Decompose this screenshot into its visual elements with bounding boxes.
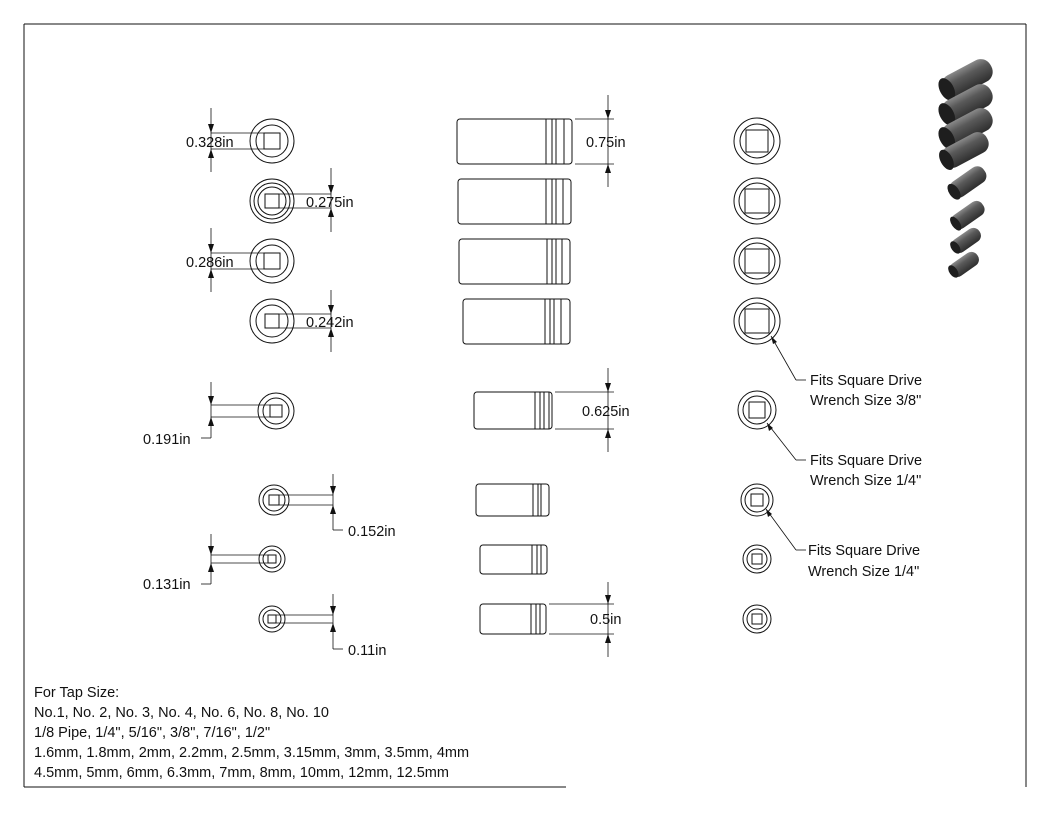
dim-label-05: 0.5in	[590, 612, 621, 628]
drive-end-view-6	[740, 483, 774, 517]
socket-end-view-8	[258, 605, 286, 633]
drive-end-view-4	[733, 297, 781, 345]
socket-side-view-2	[457, 178, 572, 225]
drive-end-view-2	[733, 177, 781, 225]
dim-label-075: 0.75in	[586, 135, 626, 151]
socket-set-render	[938, 59, 993, 278]
dim-label-0275: 0.275in	[306, 195, 354, 211]
socket-side-view-6	[475, 483, 550, 517]
callout-1-line1: Fits Square Drive	[810, 373, 922, 389]
callout-2-line1: Fits Square Drive	[810, 453, 922, 469]
drive-end-view-1	[733, 117, 781, 165]
callout-1-line2: Wrench Size 3/8"	[810, 393, 921, 409]
tap-notes-heading: For Tap Size:	[34, 685, 120, 701]
socket-side-view-1	[456, 118, 573, 165]
right-drive-end-views	[733, 117, 781, 634]
drive-end-view-3	[733, 237, 781, 285]
socket-side-view-8	[479, 603, 547, 635]
socket-end-view-2	[249, 178, 295, 224]
dim-label-0625: 0.625in	[582, 404, 630, 420]
tap-notes-line-4: 4.5mm, 5mm, 6mm, 6.3mm, 7mm, 8mm, 10mm, …	[34, 765, 449, 781]
dim-label-0131: 0.131in	[143, 577, 191, 593]
tap-notes-line-2: 1/8 Pipe, 1/4", 5/16", 3/8", 7/16", 1/2"	[34, 725, 271, 741]
callout-3-line1: Fits Square Drive	[808, 543, 920, 559]
sheet-border	[23, 23, 1027, 788]
tap-notes-line-1: No.1, No. 2, No. 3, No. 4, No. 6, No. 8,…	[34, 705, 329, 721]
dim-label-0328: 0.328in	[186, 135, 234, 151]
socket-side-view-7	[479, 544, 548, 575]
middle-side-views	[456, 118, 573, 635]
socket-end-view-5	[257, 392, 295, 430]
socket-end-view-1	[249, 118, 295, 164]
drive-end-view-8	[742, 604, 772, 634]
socket-side-view-4	[462, 298, 571, 345]
left-end-views	[249, 118, 295, 633]
callout-3-line2: Wrench Size 1/4"	[808, 564, 919, 580]
tap-notes-line-3: 1.6mm, 1.8mm, 2mm, 2.2mm, 2.5mm, 3.15mm,…	[34, 745, 470, 761]
socket-end-view-3	[249, 238, 295, 284]
callout-2-line2: Wrench Size 1/4"	[810, 473, 921, 489]
dim-label-0242: 0.242in	[306, 315, 354, 331]
left-dimension-lines	[201, 108, 343, 650]
socket-side-view-5	[473, 391, 553, 430]
drive-end-view-7	[742, 544, 772, 574]
callout-leaders	[765, 335, 806, 551]
socket-end-view-6	[258, 484, 290, 516]
middle-dimension-lines	[549, 95, 614, 657]
dim-label-0152: 0.152in	[348, 524, 396, 540]
tap-size-notes: For Tap Size: No.1, No. 2, No. 3, No. 4,…	[34, 683, 469, 783]
dim-label-011: 0.11in	[348, 643, 386, 659]
dim-label-0191: 0.191in	[143, 432, 191, 448]
drive-end-view-5	[737, 390, 777, 430]
socket-side-view-3	[458, 238, 571, 285]
socket-end-view-4	[249, 298, 295, 344]
dim-label-0286: 0.286in	[186, 255, 234, 271]
socket-end-view-7	[258, 545, 286, 573]
